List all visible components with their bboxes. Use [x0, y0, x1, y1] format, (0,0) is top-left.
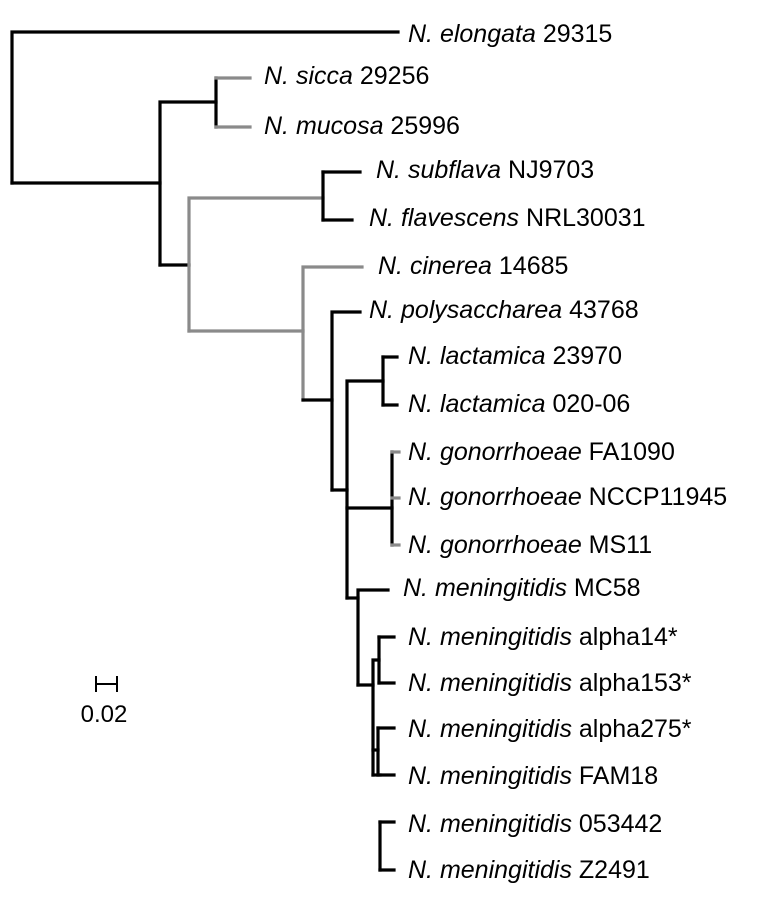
leaf-strain-name: 14685	[492, 252, 568, 280]
leaf-strain-name: NJ9703	[501, 156, 594, 184]
leaf-species-name: N. meningitidis	[408, 669, 572, 697]
leaf-species-name: N. meningitidis	[403, 574, 567, 602]
leaf-label: N. meningitidis alpha153*	[408, 669, 692, 697]
leaf-strain-name: FAM18	[572, 762, 658, 790]
leaf-label-box	[400, 661, 784, 703]
tree-branches	[10, 30, 401, 872]
leaf-species-name: N. lactamica	[408, 390, 546, 418]
meningitidis-mc58-node	[356, 588, 390, 687]
leaf-label-box	[395, 566, 784, 608]
leaf-label-box	[400, 754, 784, 796]
leaf-label-box	[400, 475, 784, 517]
leaf-label: N. subflava NJ9703	[376, 156, 594, 184]
leaf-label: N. cinerea 14685	[378, 252, 568, 280]
leaf-strain-name: 25996	[383, 112, 459, 140]
leaf-label-box	[256, 54, 514, 96]
leaf-label-box	[361, 196, 714, 238]
leaf-label: N. flavescens NRL30031	[369, 204, 646, 232]
leaf-label-box	[400, 523, 784, 565]
leaf-strain-name: NRL30031	[519, 204, 645, 232]
leaf-label-box	[256, 104, 514, 146]
leaf-species-name: N. meningitidis	[408, 623, 572, 651]
leaf-species-name: N. gonorrhoeae	[408, 438, 582, 466]
lactamica-node	[345, 379, 385, 600]
leaf-species-name: N. subflava	[376, 156, 501, 184]
clade-subflava-and-rest	[187, 196, 325, 333]
leaf-label: N. meningitidis 053442	[408, 810, 662, 838]
leaf-species-name: N. polysaccharea	[369, 296, 562, 324]
leaf-species-name: N. gonorrhoeae	[408, 483, 582, 511]
leaf-label-box	[400, 382, 784, 424]
leaf-label: N. lactamica 020-06	[408, 390, 630, 418]
leaf-species-name: N. gonorrhoeae	[408, 531, 582, 559]
leaf-label-box	[400, 12, 666, 54]
cinerea-node	[301, 265, 364, 402]
main-clade-vertical	[158, 100, 218, 267]
leaf-label-box	[400, 615, 784, 657]
leaf-species-name: N. meningitidis	[408, 856, 572, 884]
meningitidis-core-node	[371, 658, 381, 777]
leaf-strain-name: MS11	[582, 531, 652, 559]
leaf-strain-name: 020-06	[546, 390, 631, 418]
root-branch-elongata	[10, 30, 400, 185]
leaf-label-box	[370, 244, 706, 286]
leaf-label: N. polysaccharea 43768	[369, 296, 639, 324]
leaf-labels: N. elongata 29315 N. sicca 29256 N. mucosa…	[264, 20, 727, 884]
leaf-species-name: N. meningitidis	[408, 762, 572, 790]
leaf-label-box	[400, 334, 784, 376]
leaf-label: N. meningitidis alpha275*	[408, 715, 692, 743]
leaf-label: N. meningitidis MC58	[403, 574, 641, 602]
leaf-species-name: N. elongata	[408, 20, 536, 48]
leaf-strain-name: 23970	[546, 342, 622, 370]
leaf-strain-name: NCCP11945	[582, 483, 727, 511]
leaf-strain-name: FA1090	[582, 438, 675, 466]
leaf-label: N. gonorrhoeae MS11	[408, 531, 652, 559]
leaf-species-name: N. lactamica	[408, 342, 546, 370]
scale-bar-label: 0.02	[81, 701, 128, 728]
polysaccharea-node	[330, 310, 362, 492]
leaf-strain-name: MC58	[567, 574, 641, 602]
leaf-strain-name: alpha275*	[572, 715, 692, 743]
leaf-label-box	[400, 848, 784, 890]
leaf-label-box	[400, 430, 784, 472]
leaf-label: N. meningitidis FAM18	[408, 762, 658, 790]
leaf-strain-name: alpha153*	[572, 669, 692, 697]
leaf-species-name: N. mucosa	[264, 112, 384, 140]
leaf-label: N. gonorrhoeae NCCP11945	[408, 483, 727, 511]
leaf-strain-name: 053442	[572, 810, 662, 838]
scale-bar-line	[95, 676, 118, 692]
scale-bar: 0.02	[81, 676, 128, 728]
leaf-label-box	[400, 802, 784, 844]
leaf-species-name: N. meningitidis	[408, 810, 572, 838]
leaf-label: N. sicca 29256	[264, 62, 429, 90]
leaf-species-name: N. sicca	[264, 62, 353, 90]
leaf-strain-name: 29315	[536, 20, 612, 48]
leaf-label: N. elongata 29315	[408, 20, 612, 48]
leaf-strain-name: alpha14*	[572, 623, 678, 651]
leaf-label-box	[361, 288, 706, 330]
leaf-strain-name: Z2491	[572, 856, 650, 884]
leaf-label-backgrounds	[256, 12, 784, 890]
leaf-label-box	[400, 707, 784, 749]
leaf-label: N. mucosa 25996	[264, 112, 460, 140]
leaf-label: N. meningitidis alpha14*	[408, 623, 678, 651]
leaf-strain-name: 29256	[353, 62, 429, 90]
leaf-label: N. lactamica 23970	[408, 342, 622, 370]
leaf-strain-name: 43768	[562, 296, 638, 324]
leaf-label: N. gonorrhoeae FA1090	[408, 438, 675, 466]
leaf-species-name: N. flavescens	[369, 204, 519, 232]
leaf-species-name: N. cinerea	[378, 252, 492, 280]
leaf-species-name: N. meningitidis	[408, 715, 572, 743]
leaf-label: N. meningitidis Z2491	[408, 856, 650, 884]
leaf-label-box	[368, 148, 674, 190]
